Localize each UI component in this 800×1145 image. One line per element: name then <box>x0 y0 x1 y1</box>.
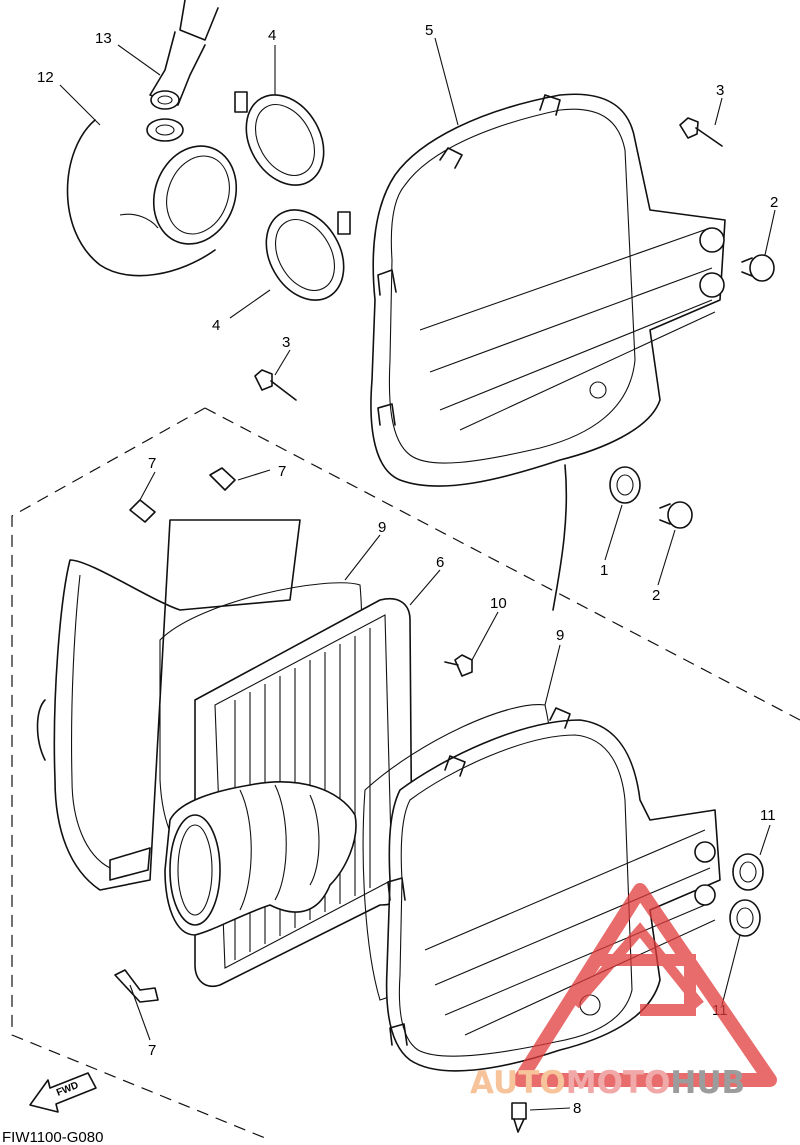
callout: 8 <box>573 1100 581 1117</box>
forward-arrow-icon: FWD <box>29 1072 97 1113</box>
callout: 3 <box>716 82 724 99</box>
part-1-grommet <box>609 466 641 504</box>
diagram-code: FIW1100-G080 <box>2 1129 103 1145</box>
part-11-grommet-lower <box>729 899 761 937</box>
callout: 3 <box>282 334 290 351</box>
part-11-grommet-upper <box>732 853 764 891</box>
part-12-intake-body <box>66 118 238 277</box>
callout: 13 <box>95 30 112 47</box>
callout: 11 <box>760 807 776 824</box>
callout: 2 <box>652 587 660 604</box>
part-4-clamp-lower <box>265 209 351 301</box>
assembly-link-line <box>552 464 568 611</box>
part-8-drain <box>511 1102 527 1133</box>
part-2-collar-upper <box>741 254 775 282</box>
watermark-text: AUTOMOTOHUB <box>470 1065 745 1101</box>
svg-text:AUTOMOTOHUB: AUTOMOTOHUB <box>470 1065 745 1101</box>
part-3-bolt-upper <box>679 117 723 147</box>
callout: 7 <box>148 1042 156 1059</box>
part-13-hose-fitting <box>149 0 219 110</box>
intake-duct <box>164 781 357 936</box>
callout: 7 <box>148 455 156 472</box>
callout: 4 <box>212 317 220 334</box>
part-2-collar-lower <box>659 501 693 529</box>
lower-air-case-left <box>36 467 301 891</box>
callout: 5 <box>425 22 433 39</box>
part-7-clip-lower <box>114 969 159 1003</box>
assembly-boundary <box>11 407 800 1141</box>
callout: 10 <box>490 595 507 612</box>
callout: 9 <box>556 627 564 644</box>
callout: 12 <box>37 69 54 86</box>
callout: 9 <box>378 519 386 536</box>
leader-lines <box>59 37 776 1111</box>
part-3-bolt-left <box>254 369 297 401</box>
part-4-clamp-upper <box>234 91 325 186</box>
callout: 6 <box>436 554 444 571</box>
callout: 2 <box>770 194 778 211</box>
part-5-air-case-upper <box>370 93 726 487</box>
callout: 7 <box>278 463 286 480</box>
callout: 1 <box>600 562 608 579</box>
callout: 4 <box>268 27 276 44</box>
watermark-logo <box>513 883 777 1087</box>
callouts: 13 4 5 12 3 2 4 3 7 7 9 6 10 1 2 9 11 11… <box>37 22 778 1117</box>
part-10-screw <box>444 654 473 677</box>
